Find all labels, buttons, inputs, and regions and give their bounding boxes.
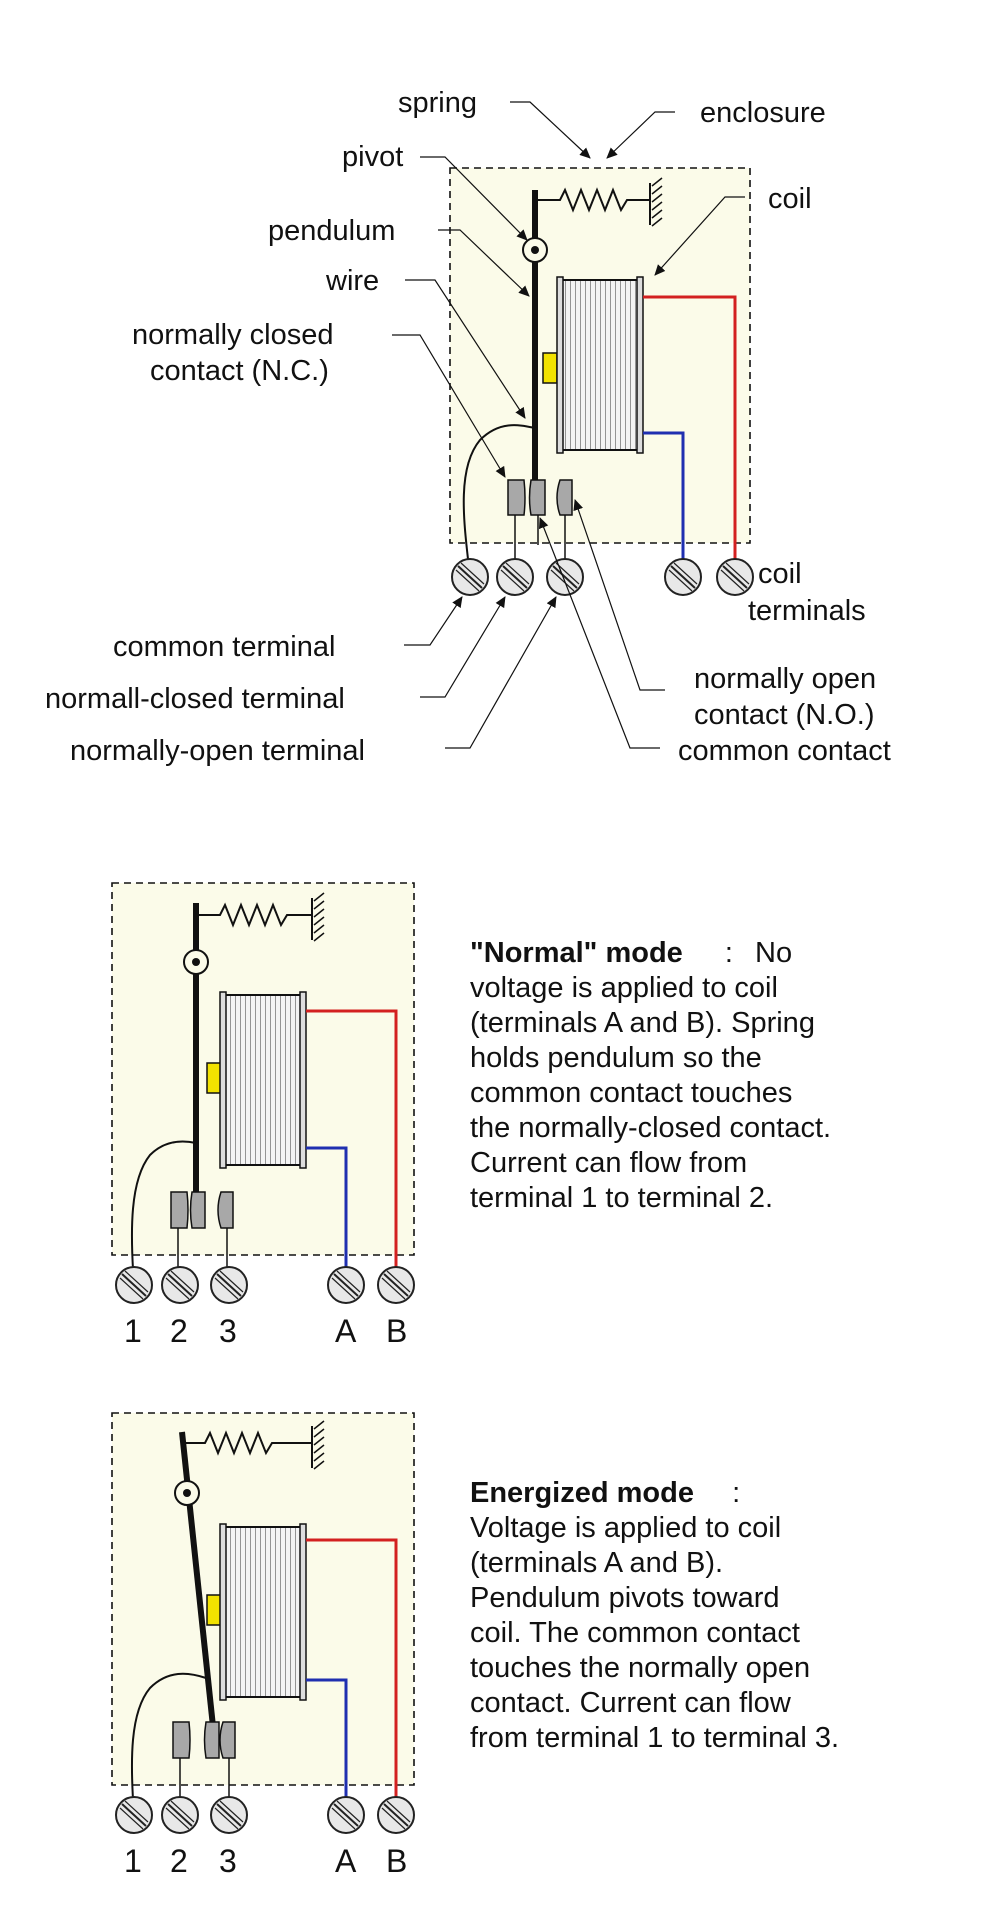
terminal-label-2: 2 [170, 1313, 188, 1349]
energized-mode-line-3: coil. The common contact [470, 1617, 800, 1649]
terminal-label-a: A [335, 1843, 357, 1879]
coil-wire-red [306, 1009, 398, 1285]
label-coil: coil [768, 183, 812, 215]
coil-wire-blue [306, 1678, 348, 1815]
spring-icon [537, 177, 663, 227]
coil-icon [219, 991, 307, 1169]
terminal-label-b: B [386, 1843, 407, 1879]
energized-mode-line-0: Voltage is applied to coil [470, 1512, 782, 1544]
label-nc-contact-2: contact (N.C.) [150, 355, 329, 387]
pivot-icon [183, 949, 209, 975]
normal-mode-description: "Normal" mode : No voltage is applied to… [470, 936, 970, 1216]
spring-icon [186, 1420, 325, 1470]
normal-mode-separator: : [724, 937, 733, 969]
common-terminal-screw [451, 558, 489, 596]
coil-icon [219, 1523, 307, 1701]
energized-mode-description: Energized mode : Voltage is applied to c… [470, 1476, 970, 1756]
normal-mode-heading: "Normal" mode [470, 937, 683, 969]
terminal-label-3: 3 [219, 1313, 237, 1349]
energized-mode-line-5: contact. Current can flow [470, 1687, 791, 1719]
nc-terminal-screw [496, 558, 534, 596]
terminal-3-screw [210, 1266, 248, 1304]
label-pendulum: pendulum [268, 215, 395, 247]
label-coil-terminals-1: coil [758, 558, 802, 590]
normal-mode-first-line: "Normal" mode : No [470, 936, 970, 971]
normal-mode-line-5: the normally-closed contact. [470, 1112, 832, 1144]
pivot-icon [174, 1480, 200, 1506]
normal-mode-line-7: terminal 1 to terminal 2. [470, 1182, 774, 1214]
flexible-wire [130, 1140, 197, 1286]
no-terminal-screw [546, 558, 584, 596]
common-contact [189, 1191, 206, 1229]
energized-mode-diagram: 1 2 3 A B [111, 1412, 415, 1879]
energized-mode-first-line: Energized mode : [470, 1476, 970, 1511]
normal-mode-line-3: holds pendulum so the [470, 1042, 762, 1074]
label-common-terminal: common terminal [113, 631, 335, 663]
coil-terminal-b-screw [716, 558, 754, 596]
terminal-label-1: 1 [124, 1313, 142, 1349]
terminal-b-screw [377, 1266, 415, 1304]
armature [542, 352, 558, 384]
terminal-a-screw [327, 1266, 365, 1304]
label-wire: wire [325, 265, 379, 297]
normal-mode-line-0: No [755, 937, 793, 969]
armature [206, 1062, 222, 1094]
common-contact [528, 479, 546, 545]
common-contact [203, 1721, 220, 1759]
label-no-contact-1: normally open [694, 663, 876, 695]
label-no-terminal: normally-open terminal [70, 735, 365, 767]
terminal-label-2: 2 [170, 1843, 188, 1879]
terminal-a-screw [327, 1796, 365, 1834]
terminal-b-screw [377, 1796, 415, 1834]
terminal-1-screw [115, 1266, 153, 1304]
coil-icon [556, 276, 644, 454]
coil-wire-blue [643, 431, 685, 577]
energized-mode-heading: Energized mode [470, 1477, 694, 1509]
no-contact [219, 1721, 236, 1815]
coil-wire-blue [306, 1146, 348, 1285]
normal-mode-diagram: 1 2 3 A B [111, 882, 415, 1349]
energized-mode-separator: : [732, 1477, 741, 1509]
spring-icon [197, 892, 325, 942]
flexible-wire [462, 424, 536, 578]
leader-lines [392, 101, 745, 749]
label-common-contact: common contact [678, 735, 891, 767]
energized-mode-line-6: from terminal 1 to terminal 3. [470, 1722, 840, 1754]
normal-mode-line-6: Current can flow from [470, 1147, 748, 1179]
top-relay-diagram: spring enclosure pivot coil pendulum wir… [45, 87, 891, 767]
energized-mode-line-1: (terminals A and B). [470, 1547, 724, 1579]
terminal-1-screw [115, 1796, 153, 1834]
label-pivot: pivot [342, 141, 403, 173]
label-coil-terminals-2: terminals [748, 595, 866, 627]
flexible-wire [130, 1672, 207, 1816]
label-enclosure: enclosure [700, 97, 826, 129]
label-no-contact-2: contact (N.O.) [694, 699, 875, 731]
coil-wire-red [306, 1538, 398, 1815]
energized-mode-line-4: touches the normally open [470, 1652, 811, 1684]
armature [206, 1594, 222, 1626]
normal-mode-line-1: voltage is applied to coil [470, 972, 778, 1004]
label-nc-contact-1: normally closed [132, 319, 333, 351]
terminal-label-1: 1 [124, 1843, 142, 1879]
pivot-icon [522, 237, 548, 263]
terminal-3-screw [210, 1796, 248, 1834]
terminal-label-a: A [335, 1313, 357, 1349]
normal-mode-line-2: (terminals A and B). Spring [470, 1007, 815, 1039]
label-spring: spring [398, 87, 477, 119]
terminal-label-3: 3 [219, 1843, 237, 1879]
coil-terminal-a-screw [664, 558, 702, 596]
coil-wire-red [643, 295, 737, 577]
terminal-2-screw [161, 1266, 199, 1304]
normal-mode-line-4: common contact touches [470, 1077, 793, 1109]
label-nc-terminal: normall-closed terminal [45, 683, 345, 715]
energized-mode-line-2: Pendulum pivots toward [470, 1582, 780, 1614]
terminal-2-screw [161, 1796, 199, 1834]
terminal-label-b: B [386, 1313, 407, 1349]
